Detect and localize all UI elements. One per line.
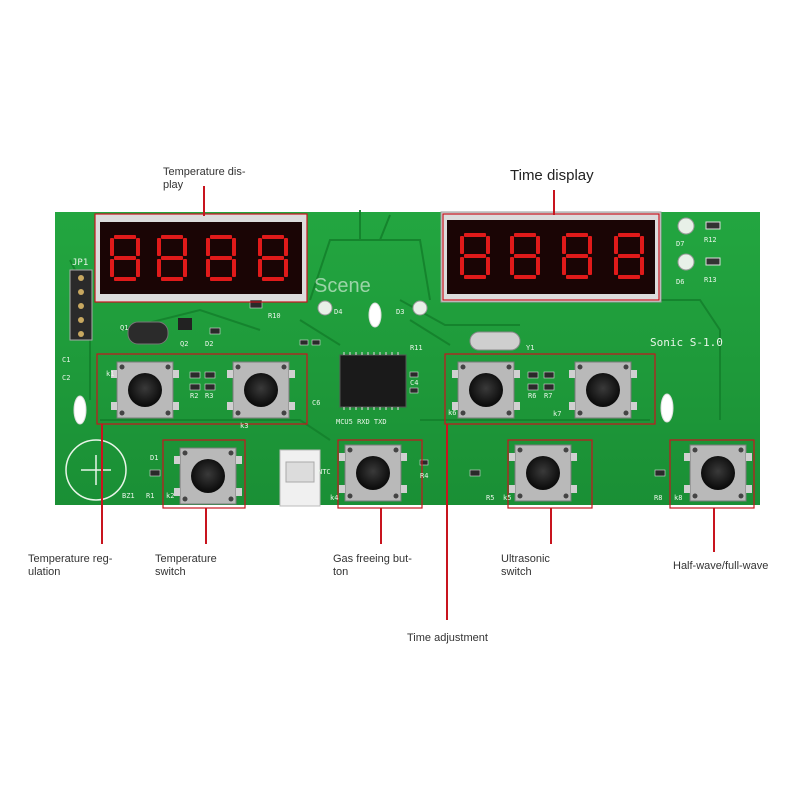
silk-r7: R7: [544, 392, 552, 400]
silk-c6: C6: [312, 399, 320, 407]
button-k6[interactable]: [451, 361, 521, 419]
silk-q1: Q1: [120, 324, 128, 332]
crystal-oscillator: [469, 331, 521, 351]
button-k1[interactable]: [110, 361, 180, 419]
leader-temperature-switch: [205, 508, 207, 544]
highlight-temperature-display: [94, 213, 308, 303]
silk-bz1: BZ1: [122, 492, 135, 500]
watermark: Scene: [314, 275, 371, 297]
label-temperature-regulation: Temperature reg- ulation: [28, 553, 113, 578]
silk-k5: k5: [503, 494, 511, 502]
highlight-time-adjust: [444, 353, 656, 425]
led: [677, 253, 695, 271]
mounting-hole: [73, 395, 87, 425]
silk-c1: C1: [62, 356, 70, 364]
silk-d6: D6: [676, 278, 684, 286]
leader-ultrasonic: [550, 508, 552, 544]
silk-c2: C2: [62, 374, 70, 382]
buzzer-outline: [65, 439, 127, 501]
silk-y1: Y1: [526, 344, 534, 352]
silk-r8: R8: [654, 494, 662, 502]
silk-d4: D4: [334, 308, 342, 316]
silk-k2: k2: [166, 492, 174, 500]
silk-d3: D3: [396, 308, 404, 316]
led: [317, 300, 333, 316]
silk-r5: R5: [486, 494, 494, 502]
label-ultrasonic-switch: Ultrasonic switch: [501, 553, 550, 578]
silk-c4: C4: [410, 379, 418, 387]
silk-r3: R3: [205, 392, 213, 400]
leader-time-adjustment: [446, 424, 448, 620]
leader-temperature-display: [203, 186, 205, 216]
mounting-hole: [660, 393, 674, 423]
silk-mcu: MCU5 RXD TXD: [336, 418, 387, 426]
label-temperature-switch: Temperature switch: [155, 553, 217, 578]
capacitor: [127, 321, 169, 345]
highlight-temp-switch: [162, 439, 246, 509]
button-k4[interactable]: [338, 444, 408, 502]
silk-jp1: JP1: [72, 258, 88, 268]
silk-r11: R11: [410, 344, 423, 352]
mounting-hole: [368, 302, 382, 328]
silk-d1: D1: [150, 454, 158, 462]
leader-gas-freeing: [380, 508, 382, 544]
leader-temperature-regulation: [101, 424, 103, 544]
button-k3[interactable]: [226, 361, 296, 419]
silk-r4: R4: [420, 472, 428, 480]
silk-k7: k7: [553, 410, 561, 418]
highlight-time-display: [442, 213, 660, 301]
silk-k3: k3: [240, 422, 248, 430]
led: [412, 300, 428, 316]
silk-r1: R1: [146, 492, 154, 500]
silk-r6: R6: [528, 392, 536, 400]
silk-r13: R13: [704, 276, 717, 284]
label-time-adjustment: Time adjustment: [407, 632, 488, 644]
silk-k4: k4: [330, 494, 338, 502]
button-k5[interactable]: [508, 444, 578, 502]
silk-q2: Q2: [180, 340, 188, 348]
button-k8[interactable]: [683, 444, 753, 502]
button-k7[interactable]: [568, 361, 638, 419]
highlight-half-full-wave: [669, 439, 755, 509]
board-model: Sonic S-1.0: [650, 336, 723, 349]
led: [677, 217, 695, 235]
label-time-display: Time display: [510, 167, 594, 184]
highlight-temp-regulation: [96, 353, 308, 425]
silk-k6: k6: [448, 409, 456, 417]
leader-half-full-wave: [713, 508, 715, 552]
silk-d2: D2: [205, 340, 213, 348]
label-temperature-display: Temperature dis- play: [163, 166, 246, 191]
label-gas-freeing-button: Gas freeing but- ton: [333, 553, 412, 578]
silk-ntc: NTC: [318, 468, 331, 476]
silk-k8: k8: [674, 494, 682, 502]
label-half-full-wave: Half-wave/full-wave: [673, 560, 769, 572]
silk-d7: D7: [676, 240, 684, 248]
silk-r2: R2: [190, 392, 198, 400]
silk-k1: k1: [106, 370, 114, 378]
silk-r12: R12: [704, 236, 717, 244]
button-k2[interactable]: [173, 447, 243, 505]
leader-time-display: [553, 190, 555, 215]
silk-r10: R10: [268, 312, 281, 320]
mcu-chip: [339, 354, 407, 408]
